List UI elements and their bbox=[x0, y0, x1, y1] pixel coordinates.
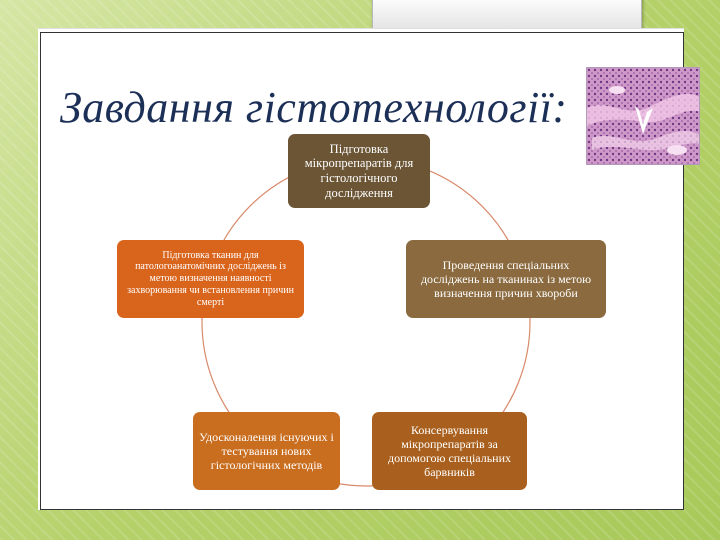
step-text-bottom-right: Консервування мікропрепаратів за допомог… bbox=[387, 422, 512, 480]
step-box-right: Проведення спеціальних досліджень на тка… bbox=[406, 240, 606, 318]
step-text-right: Проведення спеціальних досліджень на тка… bbox=[420, 257, 592, 301]
step-text-left: Підготовка тканин для патологоанатомічни… bbox=[127, 249, 294, 308]
step-text-top: Підготовка мікропрепаратів для гістологі… bbox=[304, 141, 414, 200]
step-box-top: Підготовка мікропрепаратів для гістологі… bbox=[288, 134, 430, 208]
slide-title: Завдання гістотехнології: bbox=[60, 83, 568, 132]
step-box-left: Підготовка тканин для патологоанатомічни… bbox=[117, 240, 304, 318]
histology-micrograph-image bbox=[586, 67, 700, 165]
step-box-bottom-left: Удосконалення існуючих і тестування нови… bbox=[193, 412, 340, 490]
step-box-bottom-right: Консервування мікропрепаратів за допомог… bbox=[372, 412, 527, 490]
step-text-bottom-left: Удосконалення існуючих і тестування нови… bbox=[199, 429, 334, 473]
